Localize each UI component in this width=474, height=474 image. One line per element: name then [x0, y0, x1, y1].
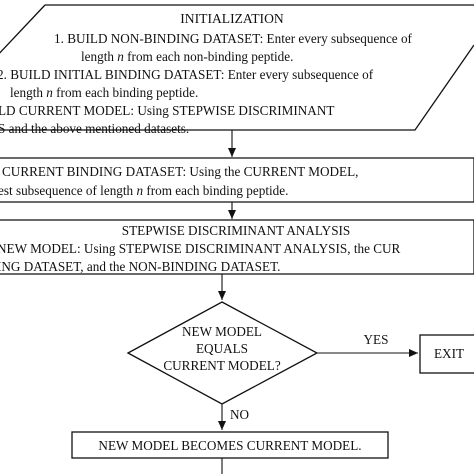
decision-line-2: EQUALS — [196, 341, 248, 356]
update-binding-line: CURRENT BINDING DATASET: Using the CURRE… — [2, 164, 358, 179]
becomes-block: NEW MODEL BECOMES CURRENT MODEL. — [71, 431, 389, 459]
stepwise-block: STEPWISE DISCRIMINANT ANALYSIS NEW MODEL… — [0, 219, 474, 275]
stepwise-datasets-line: ING DATASET, and the NON-BINDING DATASET… — [0, 259, 280, 274]
build-current-model-line: LD CURRENT MODEL: Using STEPWISE DISCRIM… — [0, 103, 334, 118]
exit-label: EXIT — [434, 346, 464, 361]
stepwise-box-outline — [0, 219, 474, 275]
exit-block: EXIT — [419, 334, 474, 374]
initialization-title: INITIALIZATION — [180, 11, 284, 26]
build-current-model-line-2: S and the above mentioned datasets. — [0, 121, 189, 136]
stepwise-new-model-line: NEW MODEL: Using STEPWISE DISCRIMINANT A… — [0, 241, 401, 256]
binding-length-line: length n from each binding peptide. — [10, 85, 198, 100]
becomes-box — [71, 431, 389, 459]
build-non-binding-line: 1. BUILD NON-BINDING DATASET: Enter ever… — [54, 31, 413, 46]
decision-line-1: NEW MODEL — [182, 324, 262, 339]
update-binding-line-2: est subsequence of length n from each bi… — [0, 183, 288, 198]
exit-box — [419, 334, 474, 374]
initialization-box-outline — [0, 4, 474, 131]
update-binding-block: CURRENT BINDING DATASET: Using the CURRE… — [0, 157, 474, 203]
decision-line-3: CURRENT MODEL? — [163, 358, 280, 373]
update-binding-box-outline — [0, 157, 474, 203]
stepwise-title: STEPWISE DISCRIMINANT ANALYSIS — [122, 223, 351, 238]
non-binding-length-line: length n from each non-binding peptide. — [81, 49, 293, 64]
build-initial-binding-line: 2. BUILD INITIAL BINDING DATASET: Enter … — [0, 67, 374, 82]
becomes-label: NEW MODEL BECOMES CURRENT MODEL. — [98, 438, 361, 453]
decision-block: NEW MODEL EQUALS CURRENT MODEL? — [126, 301, 319, 405]
yes-label: YES — [364, 332, 389, 347]
no-label: NO — [230, 407, 249, 422]
initialization-block: INITIALIZATION 1. BUILD NON-BINDING DATA… — [0, 4, 474, 136]
